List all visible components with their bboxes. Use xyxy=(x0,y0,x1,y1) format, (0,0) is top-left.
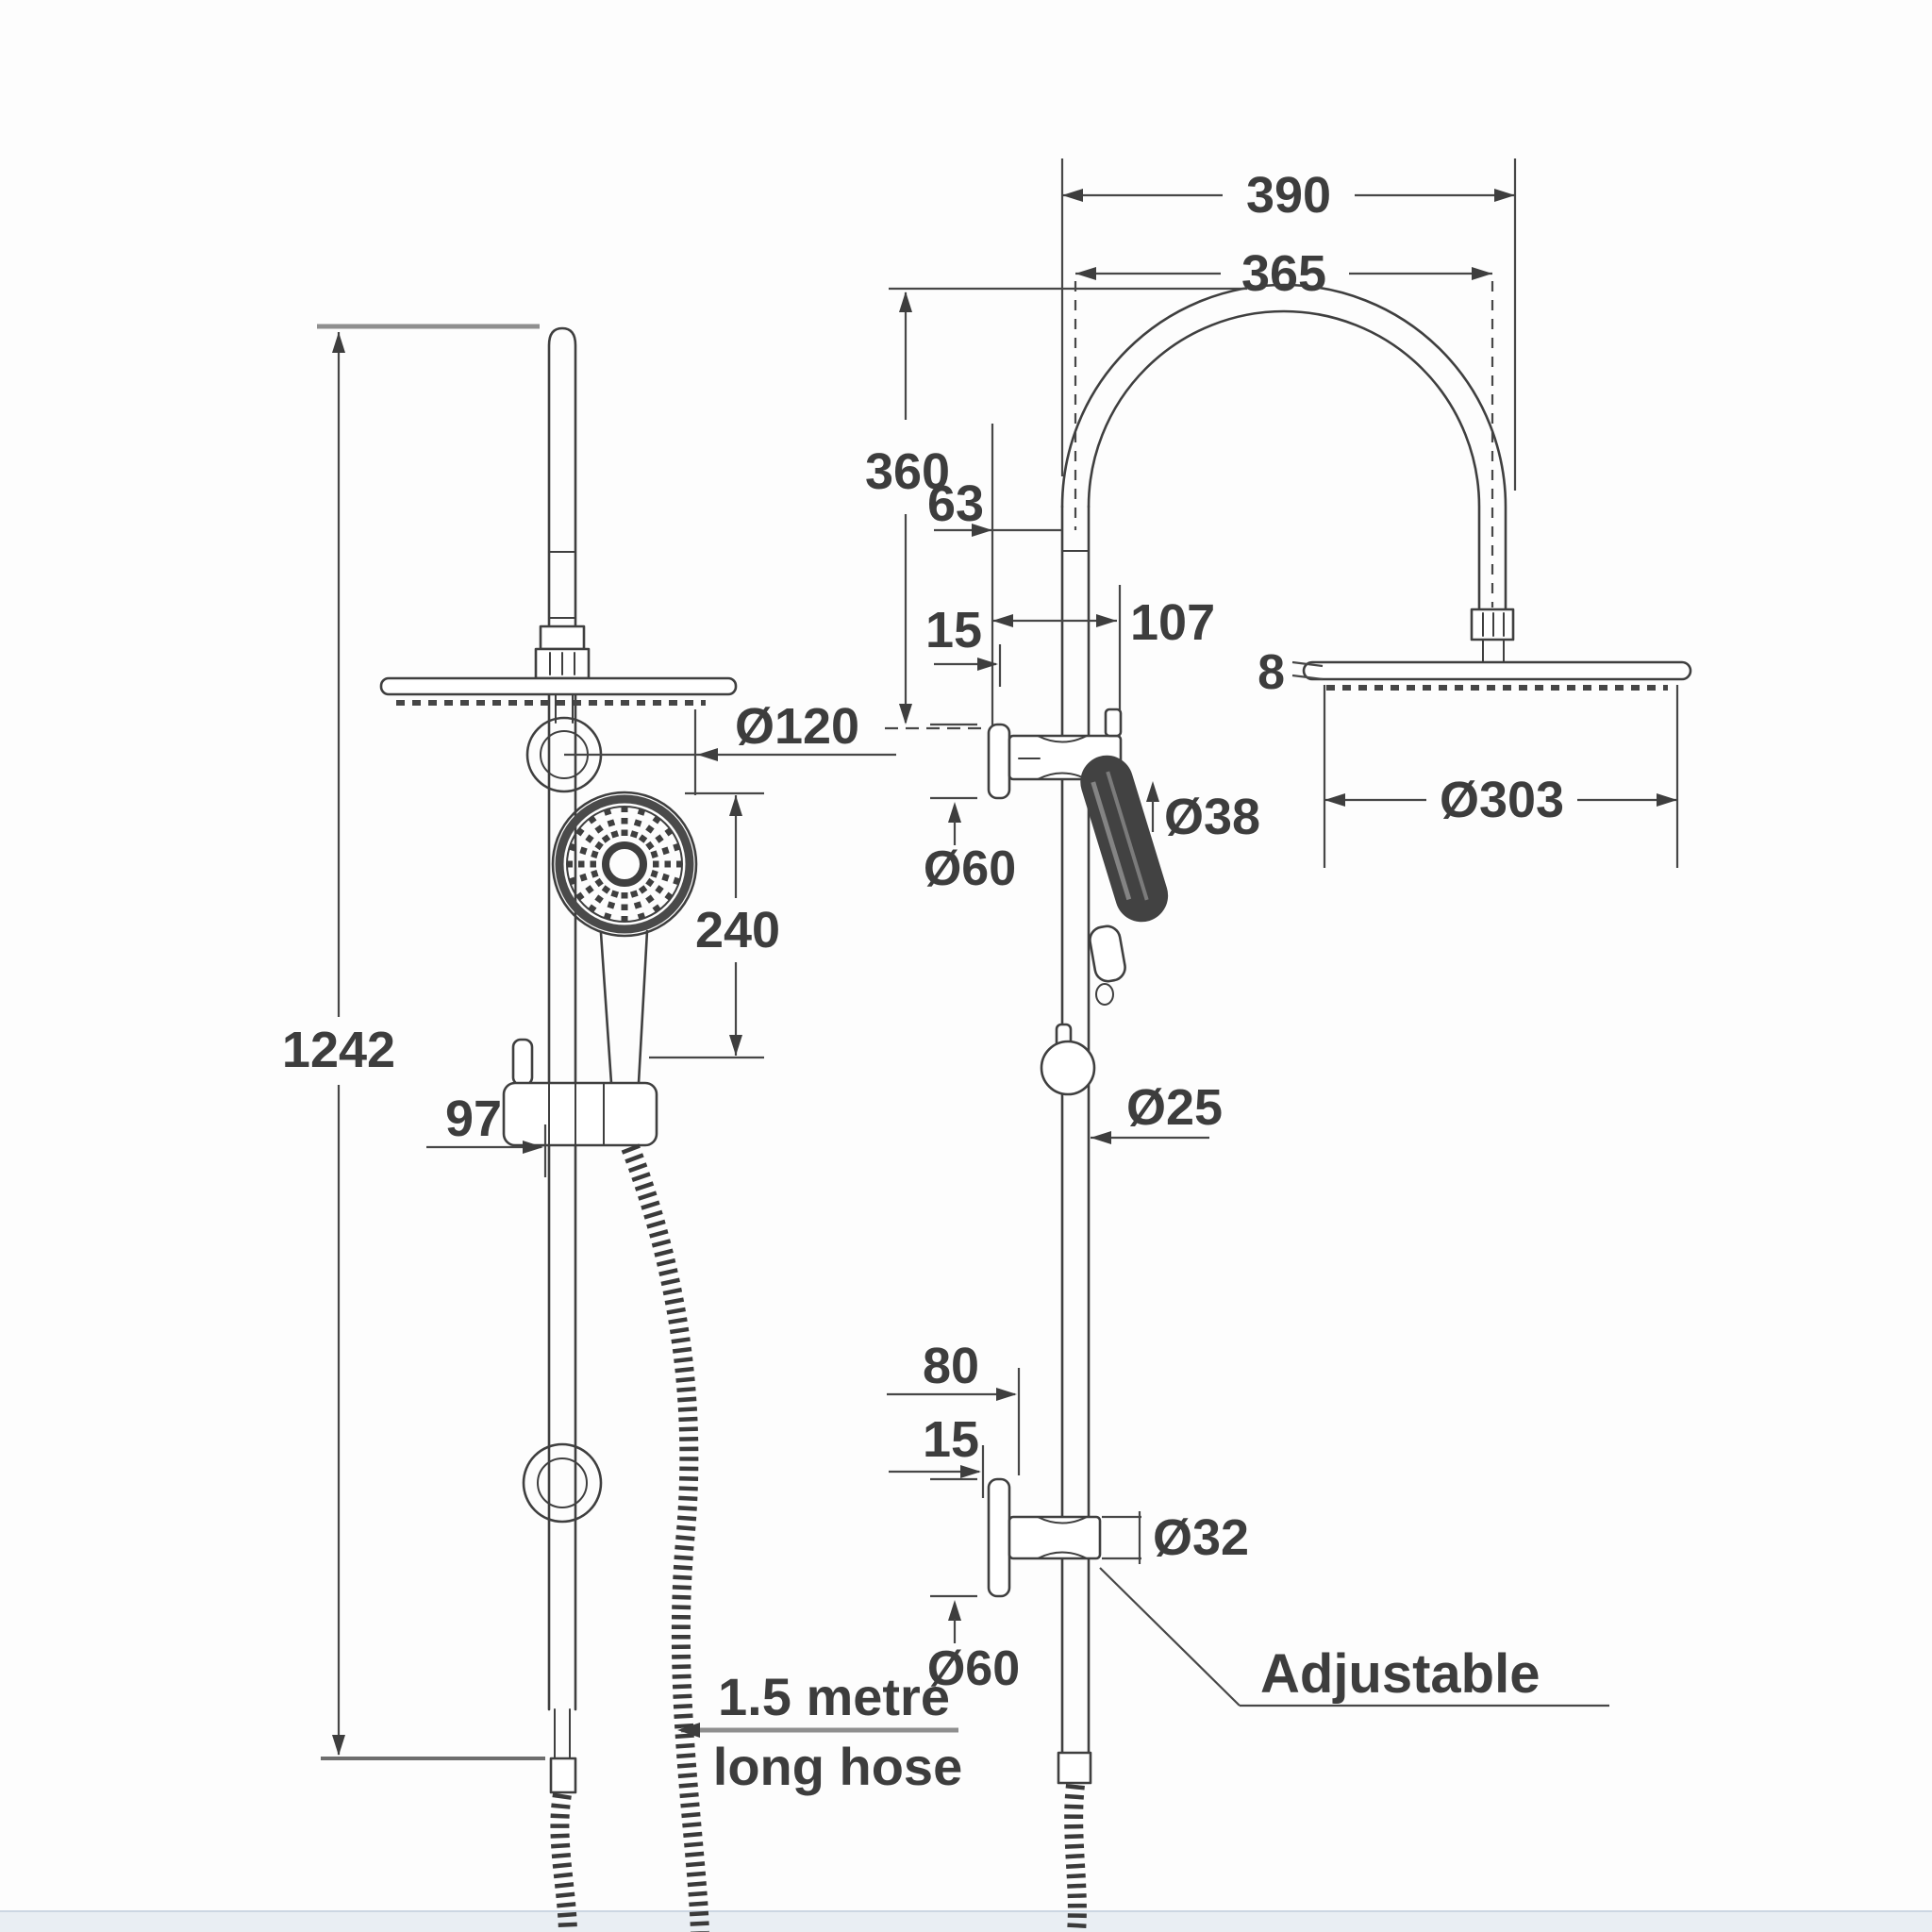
dim-handset-diameter-label: Ø120 xyxy=(735,698,859,755)
hose-side-strand xyxy=(1064,1783,1087,1932)
dimension-arm-rise: 360 xyxy=(865,287,1247,730)
handset-front xyxy=(551,791,698,1085)
hose-main-strand xyxy=(621,1143,709,1932)
overhead-connector-front xyxy=(534,625,591,680)
dim-bottom-bracket-offset-label: 80 xyxy=(923,1338,979,1394)
handset-handle xyxy=(599,931,613,1085)
dim-bracket-offset-top-label: 15 xyxy=(925,602,982,658)
rail-bottom-side xyxy=(1057,1751,1092,1785)
dim-rail-to-handset-label: 107 xyxy=(1130,594,1215,651)
dimension-handset-diameter: Ø120 xyxy=(564,698,896,795)
shower-rail-side xyxy=(1060,505,1091,1755)
dimension-overall-height: 1242 xyxy=(282,332,395,1756)
front-view: 1242 xyxy=(282,324,962,1932)
dim-slider-height-label: 97 xyxy=(445,1091,502,1147)
dim-handset-length-label: 240 xyxy=(695,902,780,958)
dimension-slider-height: 97 xyxy=(426,1091,547,1177)
dimension-bracket-offset-bottom: 15 xyxy=(889,1411,985,1498)
dimension-rail-to-handset: 107 xyxy=(992,585,1215,732)
adjustable-note: Adjustable xyxy=(1099,1567,1609,1707)
upper-wall-bracket-front xyxy=(525,693,603,793)
slider-lever xyxy=(511,1038,534,1087)
dimension-rail-diameter: Ø25 xyxy=(1091,1079,1223,1144)
lower-wall-bracket-front xyxy=(522,1442,603,1524)
overhead-shower-side xyxy=(1302,660,1692,691)
dimension-bottom-bracket-offset: 80 xyxy=(887,1338,1021,1475)
dimension-bracket-offset-top: 15 xyxy=(925,602,1002,687)
dimension-overhead-diameter: Ø303 xyxy=(1323,685,1679,868)
dim-head-thickness-label: 8 xyxy=(1257,645,1285,700)
dim-rail-diameter-label: Ø25 xyxy=(1126,1079,1223,1136)
hose-note-line2: long hose xyxy=(713,1737,962,1796)
dim-overhead-diameter-label: Ø303 xyxy=(1440,772,1564,828)
dim-flange-bottom-label: Ø60 xyxy=(927,1641,1020,1696)
rail-bottom-front xyxy=(549,1708,577,1794)
dimension-head-thickness: 8 xyxy=(1257,645,1324,700)
handset-spray-face xyxy=(566,806,683,923)
dim-bottom-joint-diameter-label: Ø32 xyxy=(1153,1509,1249,1566)
dimension-arm-span: 365 xyxy=(1074,245,1494,608)
dimension-flange-top: Ø60 xyxy=(924,723,1016,896)
dim-arm-rise-label: 360 xyxy=(865,443,950,500)
dim-arm-span-label: 365 xyxy=(1241,245,1326,302)
slider-knob-side xyxy=(1040,1023,1096,1096)
dim-bracket-offset-bottom-label: 15 xyxy=(923,1411,979,1468)
dimension-bottom-joint-diameter: Ø32 xyxy=(1102,1509,1249,1566)
lower-wall-bracket-side xyxy=(987,1477,1102,1598)
handset-side xyxy=(1080,755,1169,1006)
dim-overall-height-label: 1242 xyxy=(282,1022,395,1078)
dimension-wall-to-rail: 63 xyxy=(927,424,1062,728)
dim-joint-diameter-label: Ø38 xyxy=(1164,789,1260,845)
hose-outlet-strand xyxy=(550,1792,577,1932)
adjustable-label: Adjustable xyxy=(1260,1643,1541,1705)
hose-note: 1.5 metre long hose xyxy=(677,1667,962,1796)
dim-flange-top-label: Ø60 xyxy=(924,841,1016,896)
slider-holder-front xyxy=(502,1038,658,1147)
shower-rail-front xyxy=(547,326,577,1711)
gooseneck-arm-side xyxy=(1060,283,1507,613)
dimension-joint-diameter: Ø38 xyxy=(1146,781,1260,845)
dim-wall-to-rail-label: 63 xyxy=(927,475,984,532)
overhead-connector-side xyxy=(1470,608,1515,663)
overhead-shower-front xyxy=(379,676,738,706)
footer-band xyxy=(0,1910,1932,1932)
dim-overall-projection-label: 390 xyxy=(1246,167,1331,224)
dimension-overall-projection: 390 xyxy=(1060,158,1517,491)
dimension-handset-length: 240 xyxy=(649,791,780,1059)
side-view: 390 365 xyxy=(865,158,1692,1932)
hose-note-line1: 1.5 metre xyxy=(718,1667,950,1726)
dimension-flange-bottom: Ø60 xyxy=(927,1477,1020,1696)
